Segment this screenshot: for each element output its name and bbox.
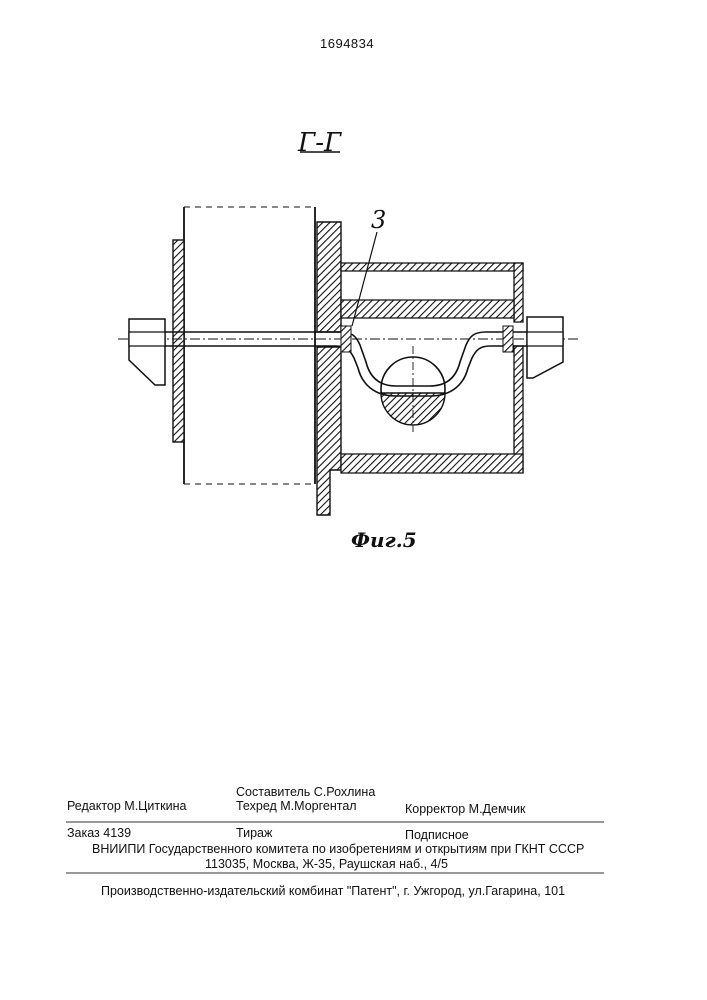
editor-line: Редактор М.Циткина (67, 799, 186, 813)
corrector-line: Корректор М.Демчик (405, 802, 526, 816)
left-plate (173, 240, 184, 442)
subscription-line: Подписное (405, 828, 469, 842)
right-wedge (527, 317, 563, 378)
left-wedge (129, 319, 165, 385)
figure-caption: Фиг.5 (351, 528, 417, 552)
circulation-line: Тираж (236, 826, 272, 840)
reference-number-3: 3 (371, 206, 386, 234)
publisher-line: Производственно-издательский комбинат "П… (101, 884, 565, 898)
rod-collar-left (341, 326, 351, 352)
roller (381, 346, 445, 432)
order-line: Заказ 4139 (67, 826, 131, 840)
tech-editor-line: Техред М.Моргентал (236, 799, 357, 813)
rod-collar-right (503, 326, 513, 352)
institute-line: ВНИИПИ Государственного комитета по изоб… (92, 842, 584, 856)
compiler-line: Составитель С.Рохлина (236, 785, 375, 799)
right-plate-upper (317, 222, 341, 332)
address-line: 113035, Москва, Ж-35, Раушская наб., 4/5 (205, 857, 448, 871)
right-plate-lower (317, 347, 341, 515)
